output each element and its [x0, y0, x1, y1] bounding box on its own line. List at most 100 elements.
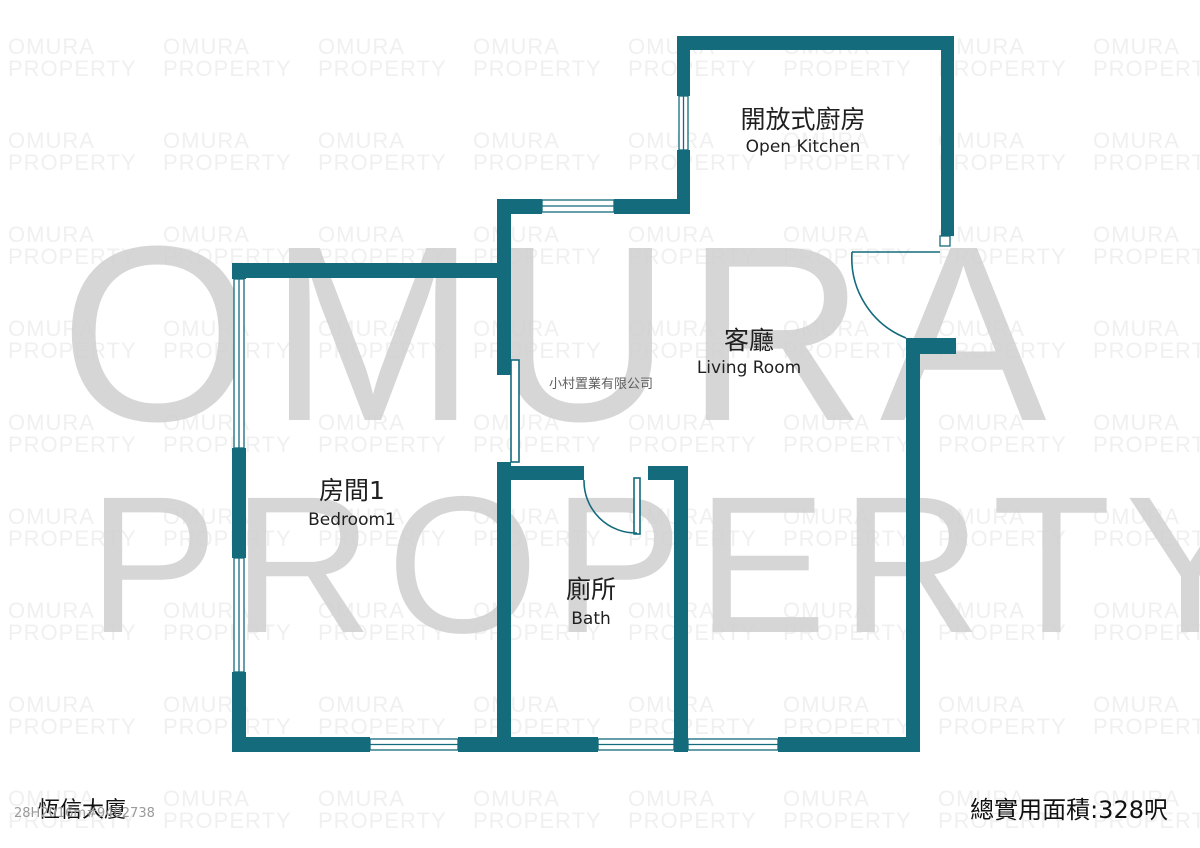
watermark-tile-line1: OMURA: [318, 222, 405, 247]
watermark-tile-line1: OMURA: [783, 128, 870, 153]
walls: [232, 36, 956, 752]
watermark-tile-line1: OMURA: [628, 504, 715, 529]
watermark-tile-line2: PROPERTY: [163, 808, 292, 833]
watermark-tile-line1: OMURA: [1093, 222, 1180, 247]
watermark-tile-line2: PROPERTY: [318, 150, 447, 175]
wall-bath-top-left: [497, 466, 584, 480]
wall-kitchen-step: [614, 199, 690, 214]
reference-code: 28H2016m#9402738: [14, 806, 155, 821]
kitchen-name-en: Open Kitchen: [746, 137, 861, 157]
watermark-tile-line2: PROPERTY: [1093, 432, 1200, 457]
watermark-tile-line1: OMURA: [318, 786, 405, 811]
watermark-tile-line2: PROPERTY: [628, 808, 757, 833]
total-area: 總實用面積:328呎: [970, 796, 1168, 824]
door-living-swing: [850, 251, 907, 339]
watermark-tile-line2: PROPERTY: [783, 338, 912, 363]
room-labels: 開放式廚房 Open Kitchen 客廳 Living Room 小村置業有限…: [308, 105, 865, 629]
wall-living-right-stub: [906, 338, 956, 354]
wall-bath-right: [674, 466, 688, 752]
watermark-tile-line1: OMURA: [318, 598, 405, 623]
bedroom-name-zh: 房間1: [319, 476, 385, 505]
watermark-tile-line1: OMURA: [473, 786, 560, 811]
watermark-tile-line1: OMURA: [783, 692, 870, 717]
watermark-tile-line2: PROPERTY: [473, 714, 602, 739]
watermark-tile-line2: PROPERTY: [473, 620, 602, 645]
watermark-tile-line1: OMURA: [938, 786, 1025, 811]
watermark-tile-line1: OMURA: [473, 222, 560, 247]
wall-kitchen-left-lower: [677, 150, 690, 214]
watermark-tile-line2: PROPERTY: [938, 56, 1067, 81]
watermark-tile-line1: OMURA: [473, 598, 560, 623]
watermark-tile-line1: OMURA: [1093, 692, 1180, 717]
door-bedroom-sliding: [510, 359, 520, 463]
watermark-tile-line2: PROPERTY: [163, 620, 292, 645]
building-name: 恆信大廈: [38, 798, 127, 823]
watermark-tile-line2: PROPERTY: [318, 526, 447, 551]
watermark-tile-line1: OMURA: [8, 410, 95, 435]
watermark-tile-line1: OMURA: [318, 410, 405, 435]
wall-kitchen-left-upper: [677, 36, 690, 96]
watermark-tile-line2: PROPERTY: [8, 244, 137, 269]
watermark-tile-line2: PROPERTY: [1093, 244, 1200, 269]
watermark-tile-line2: PROPERTY: [938, 338, 1067, 363]
watermark-tile-line2: PROPERTY: [473, 526, 602, 551]
watermark-tile-grid: OMURAPROPERTYOMURAPROPERTYOMURAPROPERTYO…: [8, 34, 1200, 833]
kitchen-name-zh: 開放式廚房: [740, 105, 865, 134]
watermark-tile-line2: PROPERTY: [163, 432, 292, 457]
watermark-tile-line2: PROPERTY: [1093, 714, 1200, 739]
watermark-tile-line2: PROPERTY: [163, 714, 292, 739]
watermark-tile-line1: OMURA: [8, 786, 95, 811]
wall-bedroom-left-mid: [232, 448, 246, 558]
watermark-tile-line2: PROPERTY: [938, 432, 1067, 457]
watermark-tile-line1: OMURA: [628, 692, 715, 717]
watermark-tile-line1: OMURA: [473, 692, 560, 717]
watermark-tile-line1: OMURA: [318, 692, 405, 717]
watermark-tile-line2: PROPERTY: [163, 56, 292, 81]
watermark-tile-line1: OMURA: [8, 504, 95, 529]
watermark-tile-line2: PROPERTY: [8, 338, 137, 363]
watermark-tile-line1: OMURA: [628, 128, 715, 153]
wall-bottom-1: [232, 737, 370, 752]
bath-name-en: Bath: [571, 609, 611, 629]
watermark-tile-line2: PROPERTY: [628, 56, 757, 81]
wall-bedroom-left-top: [232, 263, 246, 279]
watermark-tile-line1: OMURA: [628, 410, 715, 435]
watermark-tile-line2: PROPERTY: [628, 338, 757, 363]
watermark-tile-line1: OMURA: [163, 34, 250, 59]
watermark-tile-line1: OMURA: [1093, 598, 1180, 623]
bedroom-name-en: Bedroom1: [308, 510, 396, 530]
watermark-tile-line2: PROPERTY: [783, 150, 912, 175]
watermark-tile-line2: PROPERTY: [318, 338, 447, 363]
watermark-tile-line2: PROPERTY: [473, 808, 602, 833]
watermark-tile-line2: PROPERTY: [628, 244, 757, 269]
wall-kitchen-right: [941, 36, 954, 236]
watermark-tile-line2: PROPERTY: [938, 244, 1067, 269]
watermark-tile-line2: PROPERTY: [8, 808, 137, 833]
watermark-tile-line2: PROPERTY: [628, 714, 757, 739]
watermark-tile-line1: OMURA: [473, 316, 560, 341]
wall-bath-left: [497, 462, 511, 752]
watermark-tile-line1: OMURA: [628, 786, 715, 811]
watermark-tile-line2: PROPERTY: [318, 432, 447, 457]
watermark-tile-line2: PROPERTY: [1093, 56, 1200, 81]
watermark-tile-line2: PROPERTY: [1093, 620, 1200, 645]
wall-bedroom-top: [232, 263, 511, 278]
watermark-tile-line1: OMURA: [783, 410, 870, 435]
watermark-tile-line2: PROPERTY: [318, 808, 447, 833]
watermark-tile-line1: OMURA: [163, 786, 250, 811]
wall-bottom-2: [458, 737, 598, 752]
wall-kitchen-top: [677, 36, 954, 50]
watermark-tile-line1: OMURA: [318, 128, 405, 153]
watermark-tile-line1: OMURA: [783, 504, 870, 529]
watermark-tile-line2: PROPERTY: [8, 56, 137, 81]
big-watermark-line2: PROPERTY: [88, 456, 1200, 674]
watermark-tile-line2: PROPERTY: [473, 56, 602, 81]
watermark-tile-line1: OMURA: [783, 316, 870, 341]
watermark-tile-line2: PROPERTY: [783, 714, 912, 739]
watermark-tile-line1: OMURA: [783, 786, 870, 811]
watermark-tile-line2: PROPERTY: [783, 56, 912, 81]
windows: [233, 95, 951, 751]
watermark-tile-line1: OMURA: [628, 316, 715, 341]
doors: [510, 251, 940, 535]
watermark-tile-line1: OMURA: [1093, 34, 1180, 59]
